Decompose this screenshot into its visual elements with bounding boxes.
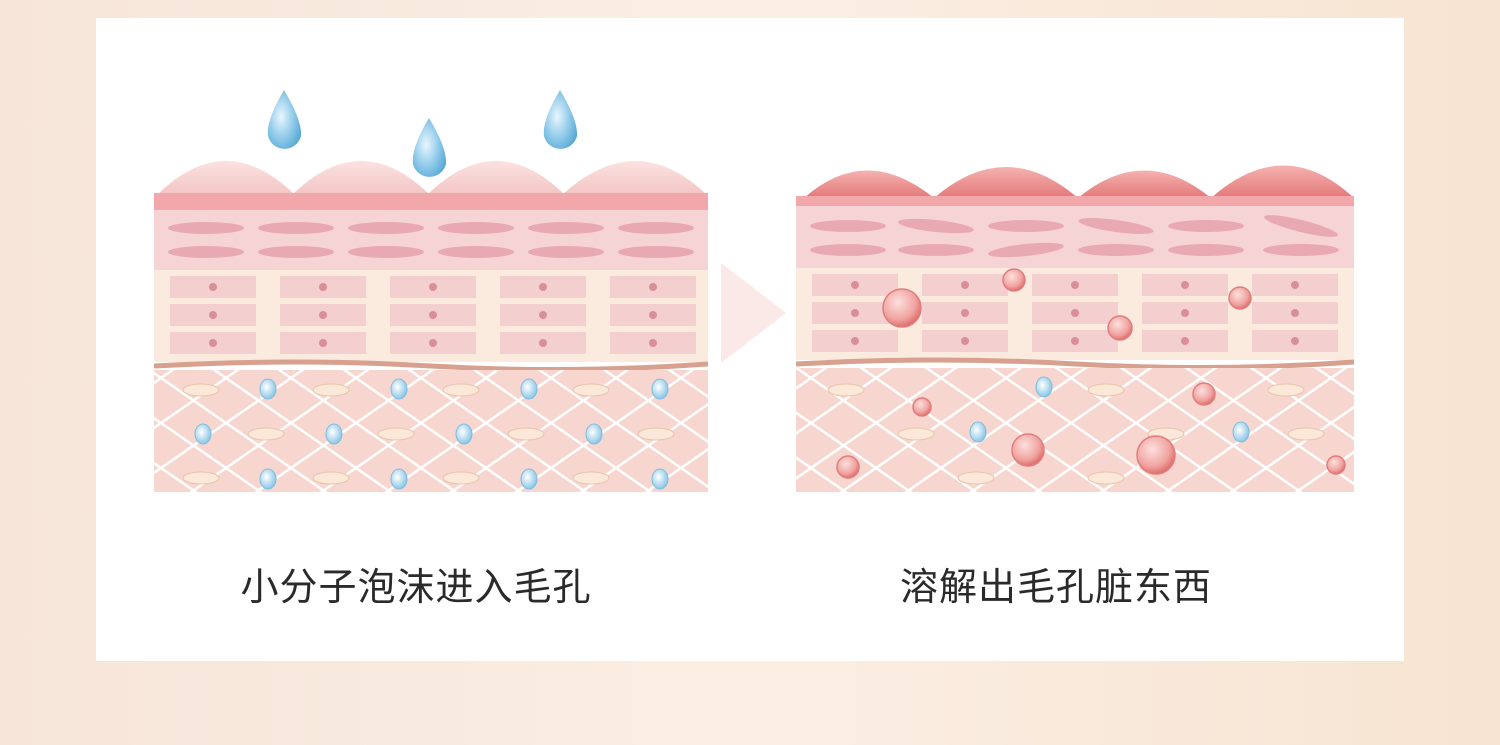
- arrow-right-icon: [721, 263, 786, 363]
- skin-diagram-left: [153, 90, 1355, 492]
- caption-right: 溶解出毛孔脏东西: [899, 565, 1212, 609]
- water-drop-icon: [543, 90, 578, 149]
- water-drop-icon: [412, 118, 447, 177]
- dirt-particle-icon: [836, 268, 1346, 479]
- skin-block-right: [795, 165, 1355, 492]
- water-drop-icon: [267, 90, 302, 149]
- diagram-card: 小分子泡沫进入毛孔 溶解出毛孔脏东西: [96, 18, 1404, 661]
- skin-block-left: [153, 90, 709, 492]
- skin-surface-bumps-left: [156, 161, 708, 196]
- skin-surface-bumps-right: [804, 165, 1354, 198]
- caption-left: 小分子泡沫进入毛孔: [240, 565, 592, 609]
